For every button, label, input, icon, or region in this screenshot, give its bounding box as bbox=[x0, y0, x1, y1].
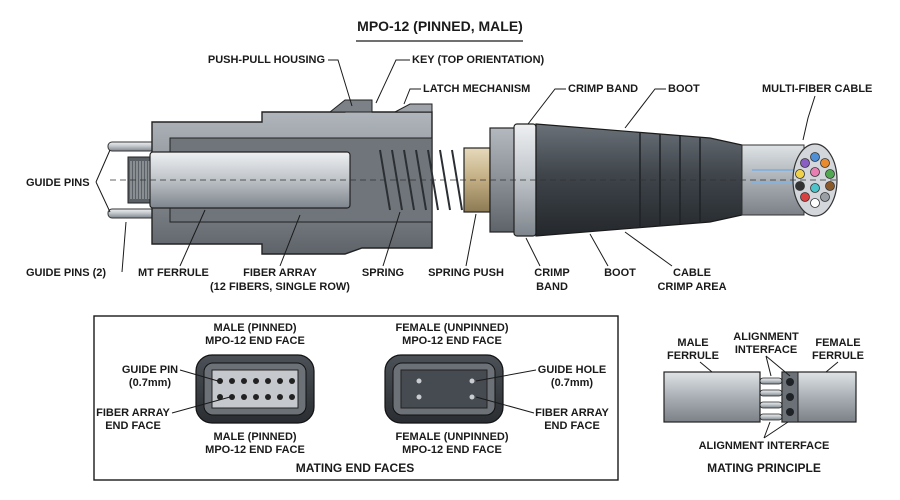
female-face-bottom-2: MPO-12 END FACE bbox=[402, 444, 502, 456]
mating-female-1: FEMALE bbox=[815, 337, 860, 349]
guide-hole-label-1: GUIDE HOLE bbox=[538, 364, 606, 376]
label-mt-ferrule: MT FERRULE bbox=[138, 267, 209, 279]
mating-male-2: FERRULE bbox=[667, 350, 719, 362]
guide-pin-label-2: (0.7mm) bbox=[129, 377, 172, 389]
mating-male-1: MALE bbox=[677, 337, 708, 349]
label-guide-pins: GUIDE PINS bbox=[26, 177, 90, 189]
male-face-bottom-2: MPO-12 END FACE bbox=[205, 444, 305, 456]
connector-cross-section bbox=[107, 99, 838, 255]
cable-fiber-ends bbox=[795, 152, 835, 208]
label-cable-crimp-2: CRIMP AREA bbox=[657, 281, 726, 293]
latch-mechanism bbox=[394, 103, 433, 113]
female-end-face bbox=[384, 354, 504, 424]
male-end-face bbox=[195, 354, 315, 424]
male-face-top-2: MPO-12 END FACE bbox=[205, 335, 305, 347]
mating-align-2: INTERFACE bbox=[735, 344, 797, 356]
male-face-top-1: MALE (PINNED) bbox=[213, 322, 296, 334]
female-face-bottom-1: FEMALE (UNPINNED) bbox=[395, 431, 508, 443]
end-faces-caption: MATING END FACES bbox=[296, 461, 414, 475]
key-top-orientation bbox=[328, 99, 373, 113]
label-crimp-band-bottom-1: CRIMP bbox=[534, 267, 569, 279]
label-boot-bottom: BOOT bbox=[604, 267, 636, 279]
diagram-title: MPO-12 (PINNED, MALE) bbox=[357, 18, 523, 34]
label-fiber-array-1: FIBER ARRAY bbox=[243, 267, 317, 279]
label-boot-top: BOOT bbox=[668, 83, 700, 95]
female-face-top-1: FEMALE (UNPINNED) bbox=[395, 322, 508, 334]
label-crimp-band-bottom-2: BAND bbox=[536, 281, 568, 293]
end-faces-box bbox=[93, 315, 619, 481]
guide-hole-label-2: (0.7mm) bbox=[551, 377, 594, 389]
label-fiber-array-2: (12 FIBERS, SINGLE ROW) bbox=[210, 281, 350, 293]
female-face-top-2: MPO-12 END FACE bbox=[402, 335, 502, 347]
fiber-face-right-2: END FACE bbox=[544, 420, 600, 432]
guide-pin-top bbox=[107, 141, 159, 152]
guide-pin-bottom bbox=[107, 208, 159, 219]
label-latch: LATCH MECHANISM bbox=[423, 83, 530, 95]
mating-principle-drawing bbox=[663, 371, 857, 423]
mating-align-1: ALIGNMENT bbox=[733, 331, 799, 343]
label-push-pull-housing: PUSH-PULL HOUSING bbox=[208, 54, 325, 66]
mating-male-ferrule bbox=[663, 371, 761, 423]
mating-caption: MATING PRINCIPLE bbox=[707, 461, 821, 475]
male-face-bottom-1: MALE (PINNED) bbox=[213, 431, 296, 443]
label-crimp-band-top: CRIMP BAND bbox=[568, 83, 638, 95]
label-spring: SPRING bbox=[362, 267, 404, 279]
label-cable-crimp-1: CABLE bbox=[673, 267, 711, 279]
guide-pin-label-1: GUIDE PIN bbox=[122, 364, 178, 376]
mating-align-bottom: ALIGNMENT INTERFACE bbox=[699, 440, 830, 452]
label-guide-pins-2: GUIDE PINS (2) bbox=[26, 267, 106, 279]
label-multi-fiber-cable: MULTI-FIBER CABLE bbox=[762, 83, 872, 95]
fiber-face-left-2: END FACE bbox=[105, 420, 161, 432]
label-spring-push: SPRING PUSH bbox=[428, 267, 504, 279]
fiber-face-right-1: FIBER ARRAY bbox=[535, 407, 609, 419]
spring-push bbox=[463, 147, 491, 213]
mating-female-2: FERRULE bbox=[812, 350, 864, 362]
label-key: KEY (TOP ORIENTATION) bbox=[412, 54, 545, 66]
cable-fibers bbox=[752, 169, 800, 183]
fiber-face-left-1: FIBER ARRAY bbox=[96, 407, 170, 419]
